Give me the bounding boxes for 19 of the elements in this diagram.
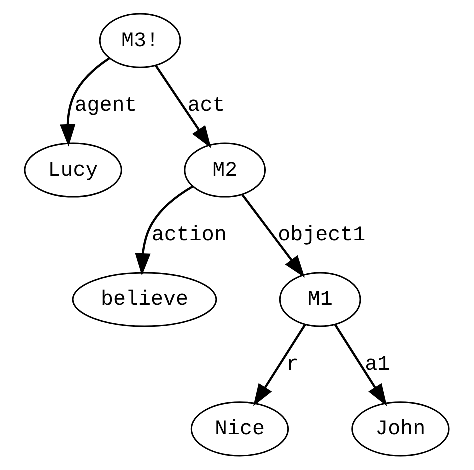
node-ellipse: M3! (99, 13, 182, 68)
edge-label: object1 (278, 224, 366, 248)
arrow (135, 186, 194, 276)
edge-label: a1 (365, 354, 390, 377)
node-ellipse: John (352, 402, 450, 457)
edge-label: act (188, 95, 226, 118)
edge-label: action (152, 224, 227, 248)
node-ellipse: Lucy (24, 142, 122, 198)
arrow (334, 324, 388, 406)
edge-label: agent (74, 95, 138, 118)
arrow (60, 58, 110, 147)
node-ellipse: M1 (279, 272, 362, 328)
edge-label: r (286, 354, 300, 377)
arrow (253, 324, 306, 406)
node-ellipse: M2 (184, 142, 266, 198)
node-ellipse: Nice (190, 402, 290, 457)
node-ellipse: believe (72, 272, 218, 328)
arrow (155, 65, 212, 148)
arrow (242, 194, 305, 278)
